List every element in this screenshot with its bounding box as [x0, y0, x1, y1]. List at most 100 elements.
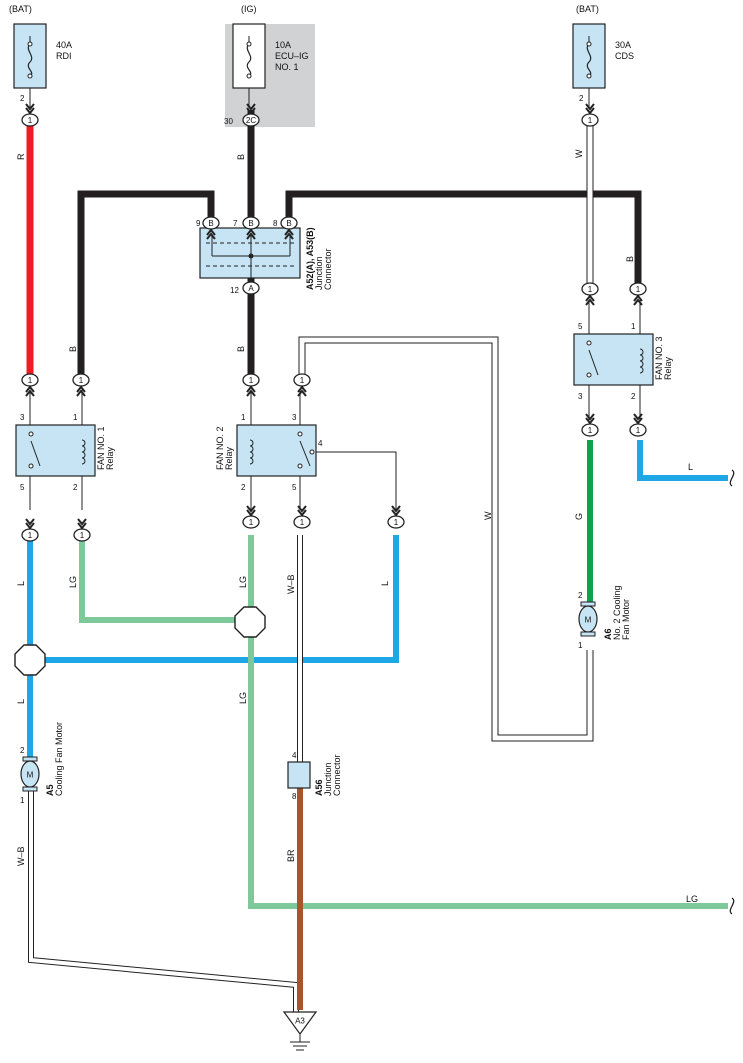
connector-fan2-2: 1 [242, 505, 260, 529]
wire-b-fan1 [77, 190, 215, 378]
svg-text:1: 1 [394, 518, 399, 527]
junction-a52-name1: Junction [314, 256, 324, 290]
continuation-mark-l [729, 469, 735, 487]
fuse-cds-rating: 30A [615, 40, 631, 50]
wire-label-r: R [16, 153, 26, 160]
bat2-label: (BAT) [576, 4, 599, 14]
pin-rdi-2: 2 [20, 94, 25, 103]
fuse-rdi [13, 23, 47, 89]
wire-fan2-int-e [314, 451, 397, 510]
connector-fan2-3: 1 [293, 373, 311, 397]
wire-lg-splice [248, 637, 728, 909]
wire-b-fan3 [285, 190, 642, 288]
wire-label-l-fan2: L [380, 581, 390, 586]
connector-fan2-4: 1 [387, 505, 405, 529]
svg-text:B: B [286, 219, 291, 228]
pin-fan1-5: 5 [20, 483, 25, 492]
connector-fan2-1: 1 [242, 373, 260, 397]
pin-fan1-1: 1 [73, 413, 78, 422]
fuse-ecu-ig [232, 23, 266, 89]
svg-text:A: A [248, 284, 254, 293]
relay-fan3-type: Relay [663, 356, 673, 380]
fuse-ecu-ig-number: NO. 1 [275, 62, 299, 72]
wire-label-l-fan3: L [688, 462, 693, 472]
fuse-cds [572, 23, 606, 89]
connector-j-7: B [242, 216, 260, 240]
pin-cds-2: 2 [579, 94, 584, 103]
wire-w-loop [299, 337, 593, 741]
svg-text:1: 1 [588, 116, 593, 125]
pin-fan2-4: 4 [318, 439, 323, 448]
svg-text:1: 1 [80, 531, 85, 540]
pin-fan2-3: 3 [292, 413, 297, 422]
relay-fan2-name: FAN NO. 2 [215, 426, 225, 470]
svg-text:1: 1 [249, 376, 254, 385]
pin-j-8: 8 [273, 219, 278, 228]
fuse-rdi-rating: 40A [56, 40, 72, 50]
connector-fan3-5: 1 [581, 282, 599, 306]
motor-a6 [578, 601, 598, 637]
wire-label-l-fan1: L [16, 581, 26, 586]
svg-text:1: 1 [79, 376, 84, 385]
relay-fan1-name: FAN NO. 1 [96, 426, 106, 470]
fuse-ecu-ig-name: ECU–IG [275, 51, 309, 61]
svg-text:1: 1 [28, 376, 33, 385]
svg-text:B: B [248, 219, 253, 228]
motor-a6-name2: Fan Motor [621, 599, 631, 640]
wire-w-loop-outline [298, 336, 594, 742]
connector-rdi-out: 1 [21, 103, 39, 127]
wire-label-b-ig: B [236, 154, 246, 160]
fuse-rdi-name: RDI [56, 51, 72, 61]
wire-wb-motor-outline [28, 791, 299, 1012]
connector-cds-out: 1 [581, 103, 599, 127]
pin-fan1-2: 2 [73, 483, 78, 492]
svg-text:1: 1 [588, 426, 593, 435]
pin-j-9: 9 [196, 219, 201, 228]
junction-a52-name2: Connector [323, 248, 333, 290]
pin-fan2-5: 5 [292, 483, 297, 492]
wire-wb-motor [29, 791, 298, 1012]
fuse-cds-name: CDS [615, 51, 634, 61]
ig-label: (IG) [241, 4, 257, 14]
junction-a56-name1: Junction [323, 762, 333, 796]
junction-connector-a52-a53 [199, 227, 301, 279]
wire-label-b-fan2: B [236, 346, 246, 352]
motor-a6-name1: No. 2 Cooling [612, 585, 622, 640]
connector-fan1-5: 1 [21, 518, 39, 542]
wire-l-fan3 [637, 440, 728, 481]
wire-label-w-loop: W [483, 511, 493, 520]
wire-label-b-fan1: B [68, 346, 78, 352]
ground-a3 [282, 1011, 318, 1051]
pin-j-12: 12 [230, 286, 239, 295]
wire-label-wb-fan2: W–B [286, 574, 296, 594]
svg-text:1: 1 [300, 376, 305, 385]
relay-fan-no3 [573, 333, 654, 386]
junction-connector-a56 [287, 761, 311, 789]
wire-l-splice [45, 535, 399, 663]
motor-a6-code: A6 [603, 628, 613, 640]
wire-label-b-fan3: B [625, 256, 635, 262]
relay-fan1-type: Relay [105, 446, 115, 470]
junction-a56-code: A56 [314, 779, 324, 796]
svg-text:B: B [208, 219, 213, 228]
connector-fan2-5: 1 [293, 505, 311, 529]
svg-text:1: 1 [588, 285, 593, 294]
pin-fan3-3: 3 [578, 392, 583, 401]
wire-label-w-cds: W [574, 149, 584, 158]
pin-fan2-2: 2 [241, 483, 246, 492]
relay-fan3-name: FAN NO. 3 [654, 336, 664, 380]
wire-label-lg-fan1: LG [68, 576, 78, 588]
connector-j-9: B [202, 216, 220, 240]
labels: (BAT) (IG) (BAT) 40A RDI 10A ECU–IG NO. … [9, 4, 698, 1026]
wire-label-lg-splice: LG [238, 692, 248, 704]
motor-a5-symbol: M [27, 771, 34, 780]
connector-ig-out: 2C [242, 103, 260, 127]
connector-fan1-1: 1 [72, 373, 90, 397]
wire-label-lg-fan2: LG [238, 576, 248, 588]
pin-fan3-5: 5 [578, 322, 583, 331]
connector-j-8: B [280, 216, 298, 240]
relay-fan-no1 [15, 424, 96, 477]
pin-j-7: 7 [233, 219, 238, 228]
junction-a56-name2: Connector [332, 754, 342, 796]
